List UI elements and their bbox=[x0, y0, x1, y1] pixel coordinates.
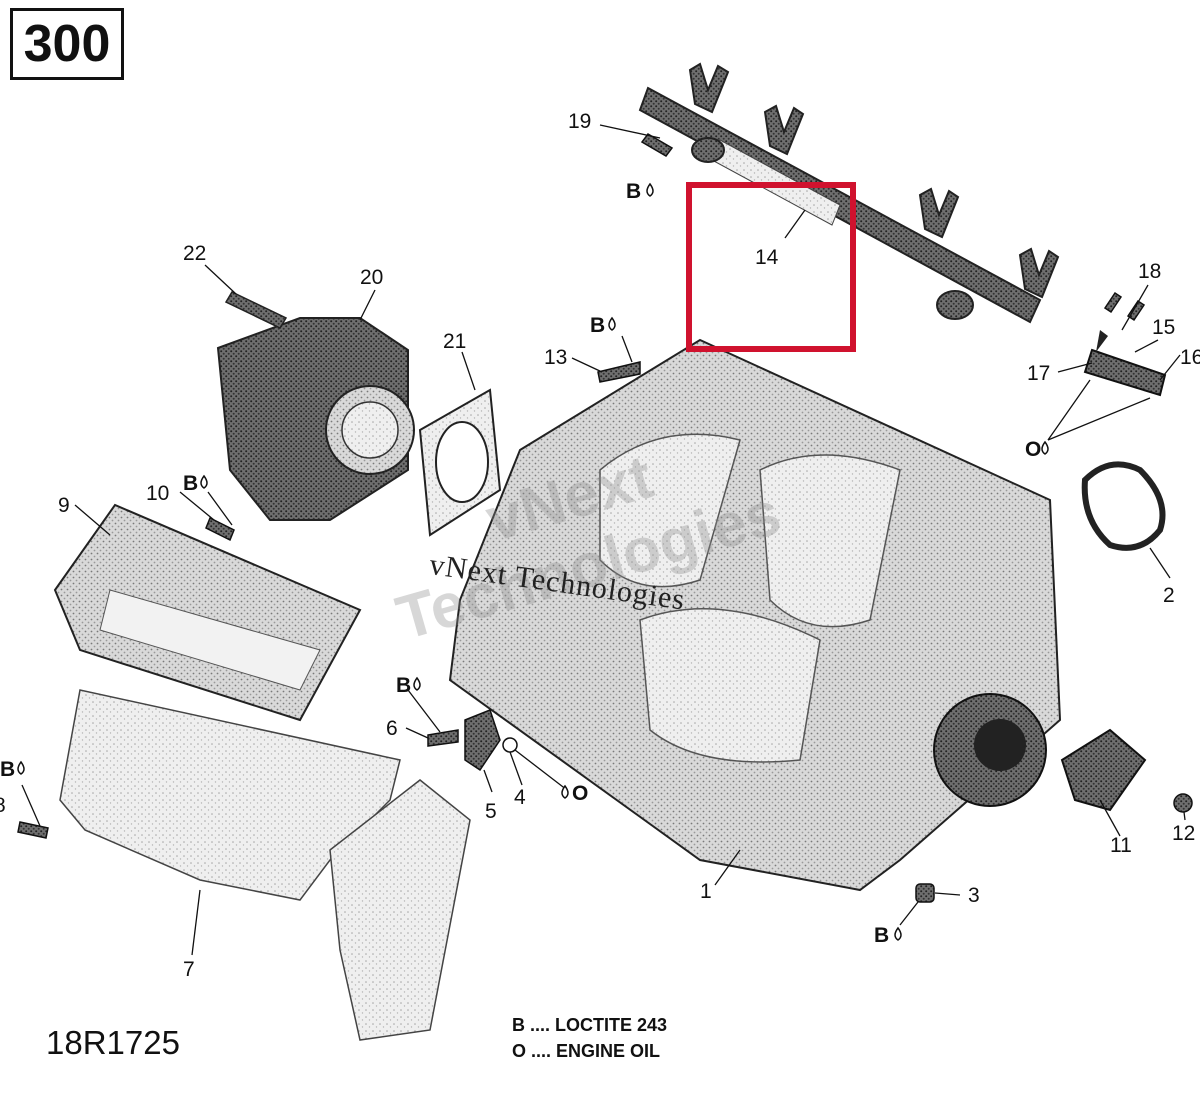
mark-b-10: B bbox=[183, 472, 198, 495]
callout-4: 4 bbox=[514, 786, 526, 809]
droplet-icons bbox=[17, 182, 1049, 941]
callout-6: 6 bbox=[386, 717, 398, 740]
callout-13: 13 bbox=[544, 346, 567, 369]
legend-row-loctite: B .... LOCTITE 243 bbox=[512, 1012, 667, 1038]
highlight-box bbox=[686, 182, 856, 352]
gasket-part-21 bbox=[418, 388, 502, 537]
sensor-part-11 bbox=[1060, 728, 1147, 812]
mark-b-6: B bbox=[396, 674, 411, 697]
callout-16: 16 bbox=[1180, 346, 1200, 369]
small-parts bbox=[17, 133, 1193, 903]
mark-o-4: O bbox=[572, 782, 588, 805]
callout-8: 8 bbox=[0, 794, 6, 817]
legend-symbol: B bbox=[512, 1015, 525, 1035]
sensor-part-22 bbox=[224, 291, 288, 329]
mark-b-13: B bbox=[590, 314, 605, 337]
callout-15: 15 bbox=[1152, 316, 1175, 339]
legend: B .... LOCTITE 243 O .... ENGINE OIL bbox=[512, 1012, 667, 1064]
callout-1: 1 bbox=[700, 880, 712, 903]
bracket-part-7 bbox=[59, 689, 471, 1041]
mark-b-3: B bbox=[874, 924, 889, 947]
page-number-box: 300 bbox=[10, 8, 124, 80]
callout-14: 14 bbox=[755, 246, 779, 269]
callout-7: 7 bbox=[183, 958, 195, 981]
ecm-part-9 bbox=[53, 503, 362, 722]
callout-17: 17 bbox=[1027, 362, 1050, 385]
legend-row-oil: O .... ENGINE OIL bbox=[512, 1038, 667, 1064]
callout-5: 5 bbox=[485, 800, 497, 823]
intake-manifold-part bbox=[448, 338, 1062, 892]
legend-text: .... LOCTITE 243 bbox=[530, 1015, 668, 1035]
callout-3: 3 bbox=[968, 884, 980, 907]
legend-text: .... ENGINE OIL bbox=[531, 1041, 661, 1061]
figure-code: 18R1725 bbox=[46, 1024, 180, 1061]
application-marks: B B O B B O B B bbox=[0, 180, 1041, 947]
callout-19: 19 bbox=[568, 110, 591, 133]
callout-labels: 19 14 22 20 21 13 18 15 16 17 10 9 2 6 5… bbox=[0, 110, 1200, 981]
mark-b-8: B bbox=[0, 758, 15, 781]
injector-part-15 bbox=[1083, 330, 1167, 397]
leader-lines bbox=[21, 124, 1186, 956]
o-ring-part-2 bbox=[1081, 461, 1166, 551]
callout-12: 12 bbox=[1172, 822, 1195, 845]
callout-2: 2 bbox=[1163, 584, 1175, 607]
callout-21: 21 bbox=[443, 330, 466, 353]
legend-symbol: O bbox=[512, 1041, 527, 1061]
callout-18: 18 bbox=[1138, 260, 1161, 283]
throttle-body-part bbox=[216, 317, 415, 521]
callout-9: 9 bbox=[58, 494, 70, 517]
callout-10: 10 bbox=[146, 482, 169, 505]
callout-22: 22 bbox=[183, 242, 206, 265]
callout-20: 20 bbox=[360, 266, 383, 289]
mark-b-19: B bbox=[626, 180, 641, 203]
mark-o-17: O bbox=[1025, 438, 1041, 461]
callout-11: 11 bbox=[1110, 834, 1132, 857]
